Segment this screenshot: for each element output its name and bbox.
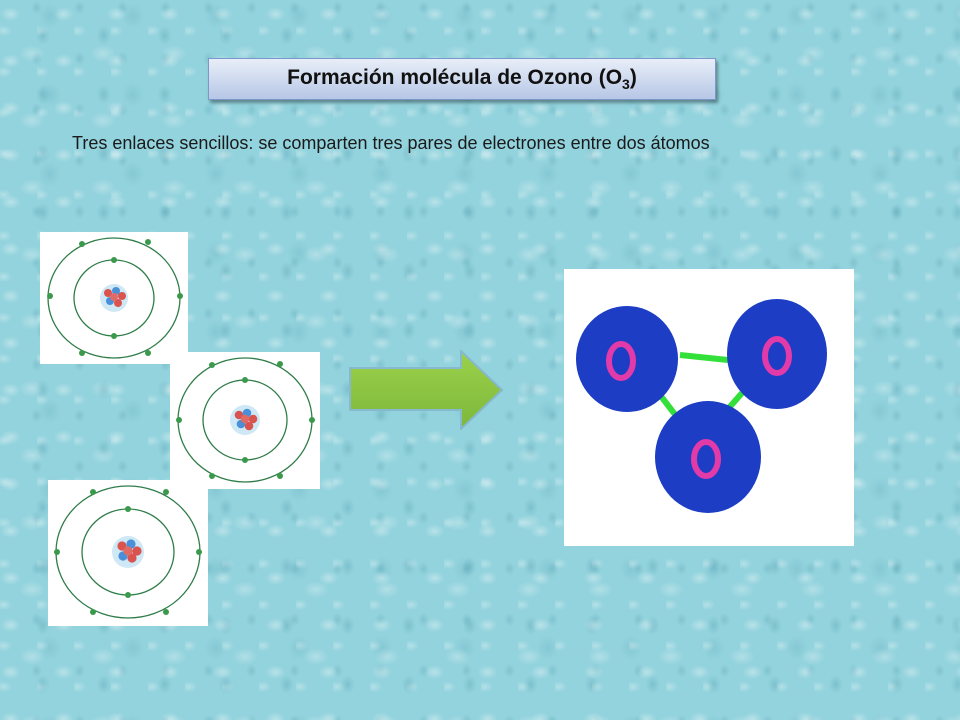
oxygen-atom-diagram-2 — [170, 352, 320, 489]
oxygen-atom-diagram-1 — [40, 232, 188, 364]
oxygen-label-right — [762, 336, 792, 376]
electron-group — [47, 239, 183, 356]
oxygen-atom-left — [576, 306, 678, 412]
electron-group — [176, 361, 315, 479]
nucleus-icon — [112, 536, 144, 568]
title-box: Formación molécula de Ozono (O3) — [208, 58, 716, 100]
oxygen-label-left — [606, 341, 636, 381]
subtitle: Tres enlaces sencillos: se comparten tre… — [72, 133, 710, 153]
reaction-arrow-icon — [348, 348, 504, 435]
nucleus-icon — [230, 405, 260, 435]
oxygen-atom-right — [727, 299, 827, 409]
title-subscript: 3 — [622, 76, 630, 93]
nucleus-icon — [100, 284, 128, 312]
oxygen-atom-bottom — [655, 401, 761, 513]
electron-group — [54, 489, 202, 615]
ozone-molecule-diagram — [564, 269, 854, 546]
oxygen-label-bottom — [691, 439, 721, 479]
oxygen-atom-diagram-3 — [48, 480, 208, 626]
title-text: Formación molécula de Ozono (O3) — [287, 65, 637, 93]
